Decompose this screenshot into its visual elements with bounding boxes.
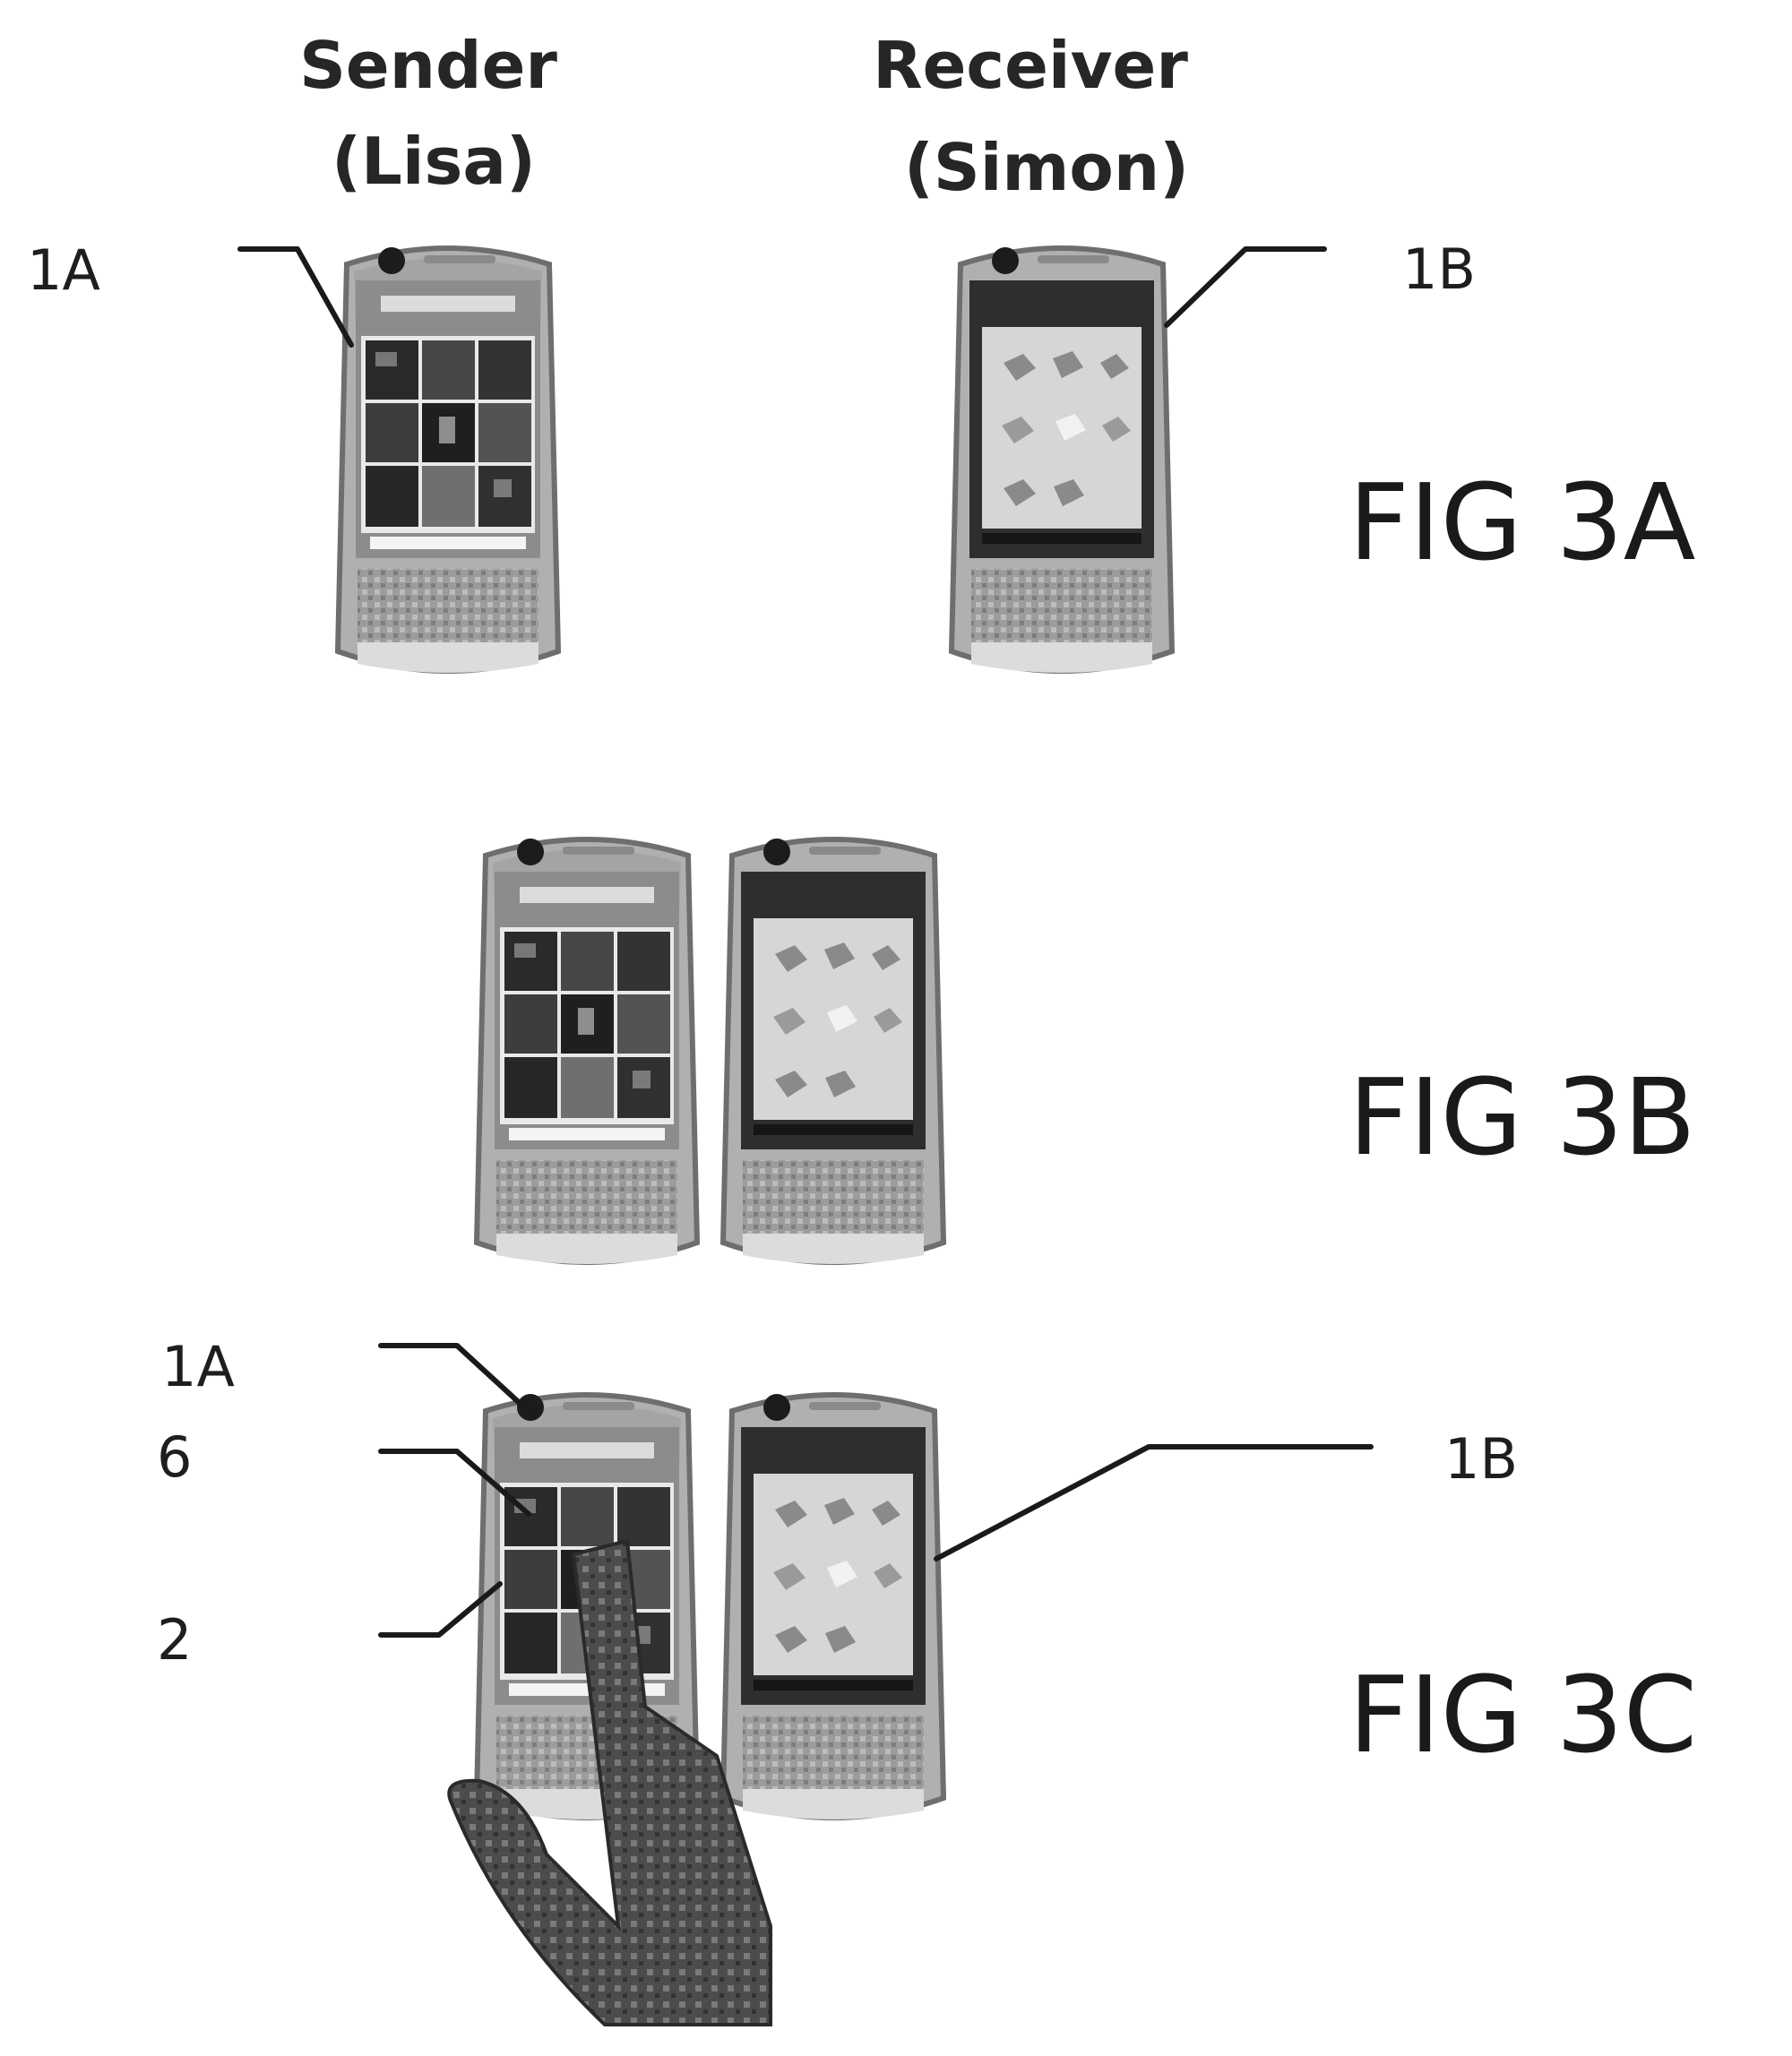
receiver-header-name: Receiver — [873, 28, 1188, 103]
ref-1a-label: 1A — [27, 237, 100, 303]
ref-6-label: 6 — [157, 1424, 192, 1490]
ref-1b-leader-line — [1164, 246, 1327, 328]
sender-phone-1a — [338, 247, 558, 673]
ref-2-leader-line — [378, 1581, 503, 1638]
fig-3c-label: FIG 3C — [1348, 1653, 1697, 1776]
receiver-phone-1b — [952, 247, 1172, 673]
sender-header-person: (Lisa) — [332, 124, 536, 199]
fig-3c: 1A 6 2 1B FIG 3C — [157, 1334, 1697, 2026]
fig-3b-label: FIG 3B — [1348, 1055, 1696, 1179]
sender-phone — [477, 839, 697, 1264]
ref-1a-leader-line — [378, 1343, 536, 1418]
receiver-phone — [723, 839, 943, 1264]
receiver-header-person: (Simon) — [904, 130, 1189, 205]
ref-2-label: 2 — [157, 1607, 192, 1673]
sender-header-name: Sender — [299, 28, 557, 103]
ref-1a-leader-line — [237, 246, 354, 348]
ref-1a-label: 1A — [161, 1334, 235, 1399]
ref-1b-label: 1B — [1402, 237, 1476, 302]
hand-pointing-icon — [447, 1538, 772, 2026]
fig-3a: 1A 1B FIG 3A — [27, 237, 1695, 673]
ref-6-leader-line — [378, 1449, 531, 1517]
receiver-phone-1b — [723, 1394, 943, 1819]
ref-1b-label: 1B — [1444, 1426, 1518, 1492]
ref-1b-leader-line — [934, 1444, 1374, 1561]
fig-3b: FIG 3B — [477, 839, 1696, 1264]
fig-3a-label: FIG 3A — [1348, 460, 1695, 584]
